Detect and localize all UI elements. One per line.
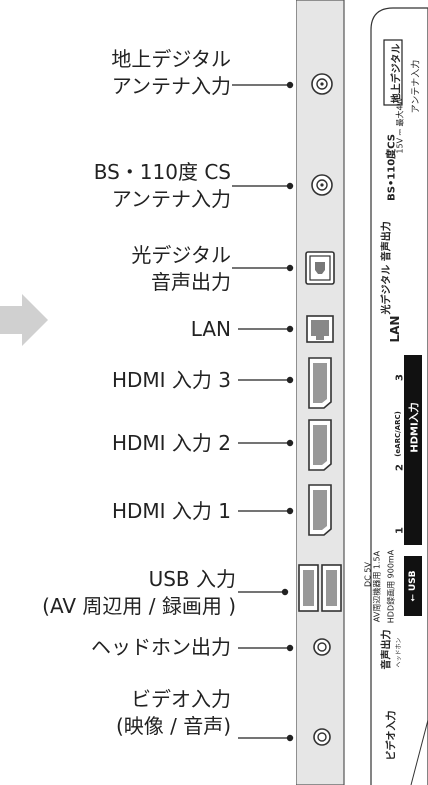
panel-antenna-in-text: アンテナ入力 xyxy=(411,59,422,114)
hdmi2-port-icon xyxy=(308,419,332,471)
label-hdmi3: HDMI 入力 3 xyxy=(111,368,231,392)
hdmi-band xyxy=(404,355,422,545)
pointer-arrow-icon xyxy=(0,294,48,346)
panel-usb-hdd-text: HDD録画用 900mA xyxy=(386,549,396,624)
label-hdmi1: HDMI 入力 1 xyxy=(111,499,231,523)
hdmi3-port-icon xyxy=(308,357,332,409)
hdmi1-port-icon xyxy=(308,484,332,536)
usb-band xyxy=(404,556,422,616)
panel-hdmi2-arc-text: (eARC/ARC) xyxy=(394,411,402,457)
panel-terrestrial-box-text: 地上デジタル xyxy=(391,43,403,104)
terrestrial-box xyxy=(383,39,403,106)
panel-optical-text: 光デジタル 音声出力 xyxy=(381,221,393,315)
panel-usb-av-text: AV周辺機器用 1.5A xyxy=(372,550,382,623)
tv-side-panel xyxy=(296,0,428,785)
label-optical: 光デジタル音声出力 xyxy=(131,243,231,294)
lan-port-icon xyxy=(306,315,334,343)
panel-hdmi2-num: 2 xyxy=(394,464,406,471)
optical-port-icon xyxy=(305,251,335,285)
bs-cs-antenna-jack-icon xyxy=(311,174,333,196)
headphone-jack-icon xyxy=(313,638,331,656)
label-headphone: ヘッドホン出力 xyxy=(91,635,231,659)
panel-audio-out-text: 音声出力 xyxy=(381,629,393,670)
usb-port-icon xyxy=(298,564,342,612)
label-hdmi2: HDMI 入力 2 xyxy=(111,431,231,455)
label-video: ビデオ入力(映像 / 音声) xyxy=(115,687,231,738)
panel-hdmi3-num: 3 xyxy=(394,374,406,381)
label-usb: USB 入力(AV 周辺用 / 録画用 ) xyxy=(42,567,236,618)
panel-lan-text: LAN xyxy=(388,315,402,343)
panel-bs-power-text: 15V ⎓ 最大4W xyxy=(395,97,405,154)
panel-hdmi-band-text: HDMI入力 xyxy=(409,402,421,453)
label-terrestrial: 地上デジタルアンテナ入力 xyxy=(111,47,231,98)
panel-video-in-text: ビデオ入力 xyxy=(386,710,398,761)
terrestrial-antenna-jack-icon xyxy=(311,73,333,95)
video-jack-icon xyxy=(313,728,331,746)
panel-headphone-small-text: ヘッドホン xyxy=(395,637,403,668)
panel-usb-band-text: ⭠ USB xyxy=(408,570,418,602)
label-lan: LAN xyxy=(190,317,231,341)
